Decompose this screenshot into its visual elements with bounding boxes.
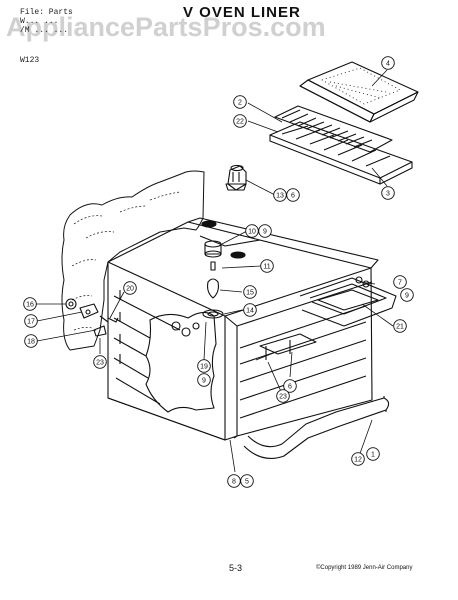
header-file-line: File: Parts	[20, 8, 73, 17]
callout-label: 9	[263, 229, 267, 236]
callout-label: 6	[288, 384, 292, 391]
insulation-blanket	[61, 170, 205, 351]
callout-3: 3	[381, 186, 395, 200]
callout-19: 19	[197, 359, 211, 373]
callout-label: 13	[276, 193, 284, 200]
callout-22: 22	[233, 114, 247, 128]
oven-rack	[269, 121, 413, 185]
callout-label: 23	[96, 360, 104, 367]
callout-23: 23	[93, 355, 107, 369]
callout-label: 14	[246, 308, 254, 315]
callout-circle	[24, 314, 38, 328]
callout-circle	[366, 447, 380, 461]
callout-circle	[258, 224, 272, 238]
callout-label: 5	[245, 479, 249, 486]
callout-circle	[381, 56, 395, 70]
callout-circle	[93, 355, 107, 369]
callout-circle	[393, 275, 407, 289]
callout-circle	[243, 285, 257, 299]
callout-circle	[243, 303, 257, 317]
callout-13: 13	[273, 188, 287, 202]
callout-6: 6	[283, 379, 297, 393]
callout-label: 16	[26, 302, 34, 309]
callout-label: 22	[236, 119, 244, 126]
callout-label: 17	[27, 319, 35, 326]
callout-6: 6	[286, 188, 300, 202]
broiler-pan	[299, 61, 419, 123]
callout-label: 12	[354, 457, 362, 464]
callout-12: 12	[351, 452, 365, 466]
header-line-3: /M ... ...	[20, 26, 69, 35]
oven-liner	[107, 217, 379, 441]
callout-label: 2	[238, 100, 242, 107]
callout-circle	[283, 379, 297, 393]
callout-circle	[233, 114, 247, 128]
callout-9: 9	[258, 224, 272, 238]
callout-label: 11	[263, 264, 270, 271]
callout-circle	[286, 188, 300, 202]
broiler-insert	[274, 105, 393, 153]
element-bracket	[255, 333, 317, 361]
leader-lines	[36, 69, 394, 473]
callout-circle	[123, 281, 137, 295]
callout-label: 7	[398, 280, 402, 287]
callout-9: 9	[197, 373, 211, 387]
callout-circle	[276, 389, 290, 403]
callout-circle	[23, 297, 37, 311]
callout-1: 1	[366, 447, 380, 461]
callout-circle	[351, 452, 365, 466]
callout-circle	[197, 359, 211, 373]
callout-2: 2	[233, 95, 247, 109]
callout-label: 9	[202, 378, 206, 385]
callout-label: 9	[405, 293, 409, 300]
callout-label: 1	[371, 452, 375, 459]
callout-5: 5	[240, 474, 254, 488]
copyright-notice: ©Copyright 1989 Jenn-Air Company	[316, 565, 413, 571]
callout-8: 8	[227, 474, 241, 488]
callout-circle	[24, 334, 38, 348]
oven-light-housing	[225, 164, 247, 191]
callout-23: 23	[276, 389, 290, 403]
callout-10: 10	[245, 224, 259, 238]
page-number: 5-3	[229, 563, 243, 573]
callout-circle	[233, 95, 247, 109]
callout-label: 21	[396, 324, 404, 331]
callout-label: 23	[279, 394, 287, 401]
callout-label: 6	[291, 193, 295, 200]
callout-circle	[240, 474, 254, 488]
broil-element	[299, 276, 397, 327]
callout-20: 20	[123, 281, 137, 295]
callout-circle	[197, 373, 211, 387]
callout-21: 21	[393, 319, 407, 333]
callout-label: 10	[248, 229, 256, 236]
callout-16: 16	[23, 297, 37, 311]
callout-circle	[393, 319, 407, 333]
watermark: AppliancePartsPros.com	[6, 12, 326, 42]
bake-element	[243, 396, 390, 459]
callout-label: 8	[232, 479, 236, 486]
callout-label: 20	[126, 286, 134, 293]
header-line-2: W... ...	[20, 17, 59, 26]
page-title: V OVEN LINER	[183, 4, 301, 21]
model-number: W123	[20, 56, 40, 65]
callout-label: 4	[386, 61, 390, 68]
callout-circle	[381, 186, 395, 200]
callout-7: 7	[393, 275, 407, 289]
callout-4: 4	[381, 56, 395, 70]
callout-label: 18	[27, 339, 35, 346]
callout-15: 15	[243, 285, 257, 299]
callout-label: 3	[386, 191, 390, 198]
light-socket-assembly	[202, 240, 224, 319]
callout-11: 11	[260, 259, 274, 273]
callout-circle	[400, 288, 414, 302]
callout-label: 19	[200, 364, 208, 371]
callout-circle	[260, 259, 274, 273]
callout-9: 9	[400, 288, 414, 302]
callout-18: 18	[24, 334, 38, 348]
callout-17: 17	[24, 314, 38, 328]
callout-label: 15	[246, 290, 254, 297]
callout-14: 14	[243, 303, 257, 317]
